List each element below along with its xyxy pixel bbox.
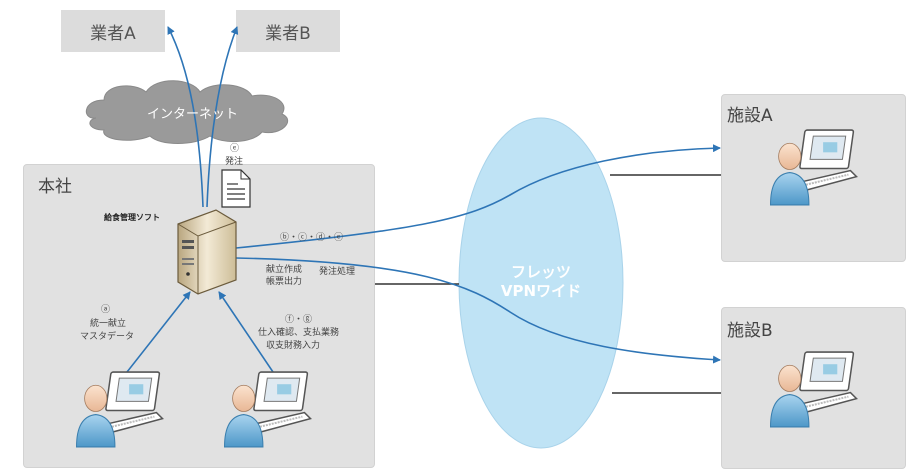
flow-marker: ⓑ・ⓒ・ⓓ・ⓔ [280, 233, 344, 243]
order-process-label: 発注処理 [319, 267, 356, 277]
arrow-to-vendor-b [206, 26, 239, 208]
server-icon [177, 209, 237, 295]
order-label: 発注 [225, 157, 244, 167]
vendor-b-label: 業者B [265, 23, 311, 44]
arrow-to-vendor-a [167, 26, 204, 208]
vpn-label-line2: VPNワイド [500, 282, 582, 300]
left-marker: ⓐ [101, 305, 111, 315]
menu-label-2: 帳票出力 [266, 277, 303, 287]
right-label-2: 収支財務入力 [266, 341, 321, 351]
arrow-right-user-to-server [218, 291, 274, 373]
arrow-to-facility-a [235, 144, 721, 249]
order-marker: ⓔ [230, 144, 240, 154]
facility-a-title: 施設A [727, 106, 773, 126]
arrow-to-facility-b [235, 257, 721, 364]
left-label-2: マスタデータ [80, 332, 135, 342]
internet-cloud [86, 80, 289, 144]
vpn-label: フレッツ VPNワイド [491, 263, 591, 301]
vendor-b-box: 業者B [236, 10, 340, 52]
hq-panel [23, 164, 375, 468]
software-label: 給食管理ソフト [104, 213, 160, 222]
left-label-1: 統一献立 [90, 319, 127, 329]
hq-user-left-icon [75, 371, 164, 448]
facility-b-title: 施設B [727, 321, 773, 341]
vendor-a-label: 業者A [90, 23, 136, 44]
vpn-label-line1: フレッツ [510, 263, 571, 281]
document-icon [221, 169, 251, 208]
menu-label-1: 献立作成 [266, 265, 303, 275]
facility-b-user-icon [769, 351, 858, 428]
vendor-a-box: 業者A [61, 10, 165, 52]
hq-title: 本社 [38, 177, 72, 197]
hq-user-right-icon [223, 371, 312, 448]
right-marker: ⓕ・ⓖ [285, 315, 313, 325]
right-label-1: 仕入確認、支払業務 [258, 328, 340, 338]
facility-a-panel [721, 94, 906, 262]
facility-a-user-icon [769, 129, 858, 206]
arrow-left-user-to-server [126, 291, 191, 373]
internet-label: インターネット [147, 107, 239, 122]
